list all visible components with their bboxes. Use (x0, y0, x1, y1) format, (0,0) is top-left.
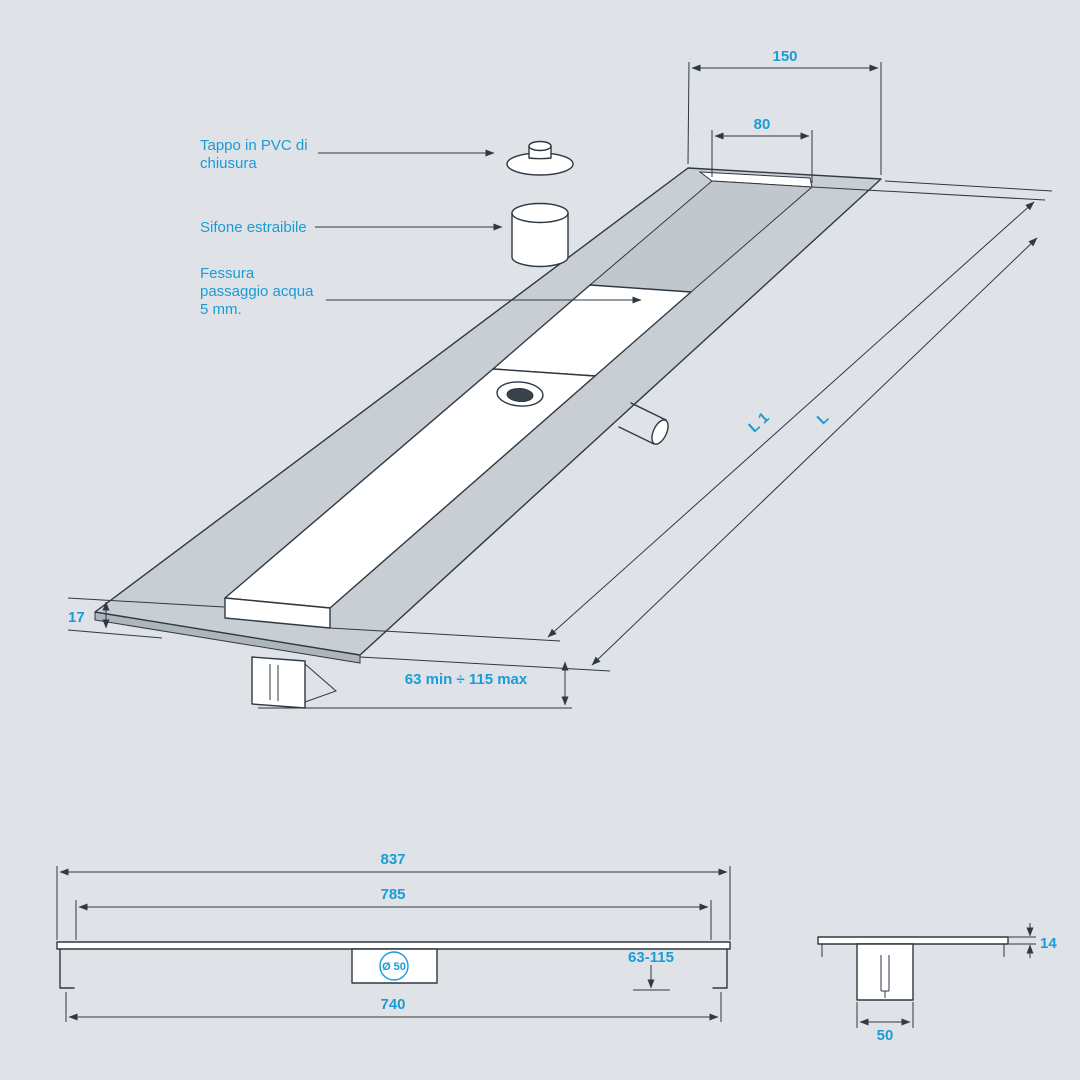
inner-slot-detail (880, 955, 890, 998)
pvc-cap-drawing (506, 140, 574, 176)
siphon-drawing (511, 202, 569, 268)
extension-line (1008, 936, 1036, 945)
extension-line (56, 866, 731, 940)
flange-bar (56, 941, 731, 950)
dim-740-label: 740 (380, 996, 405, 1013)
siphon-housing-box (351, 948, 438, 984)
iso-dimensions: 150 80 L 1 L 17 63 min ÷ 115 max (67, 48, 1053, 709)
callout-slot-label-line2: passaggio acqua (200, 283, 314, 300)
callout-slot-label-line3: 5 mm. (200, 301, 242, 318)
dim-diameter-label: Ø 50 (382, 961, 406, 973)
extension-line (67, 597, 225, 639)
callout-cap-label-line1: Tappo in PVC di (200, 137, 308, 154)
extension-line (75, 900, 712, 940)
support-foot (251, 656, 337, 709)
channel-profile (856, 943, 914, 1001)
dim-837-label: 837 (380, 851, 405, 868)
flange-end-tabs (821, 944, 1005, 957)
side-view: Ø 50 837 785 740 63-115 (56, 851, 731, 1022)
extension-line (329, 186, 1046, 642)
end-bracket-right (712, 948, 728, 989)
dim-17-label: 17 (68, 609, 85, 626)
dim-L1-label: L 1 (745, 409, 772, 436)
section-view: 14 50 (817, 923, 1057, 1044)
callout-slot-label-line1: Fessura (200, 265, 255, 282)
dim-80-label: 80 (754, 116, 771, 133)
dim-L-label: L (814, 409, 832, 428)
isometric-view: Tappo in PVC di chiusura Sifone estraibi… (67, 48, 1053, 709)
callout-siphon-label: Sifone estraibile (200, 219, 307, 236)
callouts: Tappo in PVC di chiusura Sifone estraibi… (200, 137, 642, 318)
dim-14-label: 14 (1040, 935, 1057, 952)
extension-line (687, 61, 882, 175)
dim-63-115-label: 63-115 (628, 949, 674, 966)
dim-785-label: 785 (380, 886, 405, 903)
extension-line (65, 992, 722, 1022)
channel-body (94, 167, 882, 709)
extension-line (711, 130, 813, 183)
end-bracket-left (59, 948, 75, 989)
label-backing (624, 950, 678, 965)
dimension-line-L (591, 237, 1038, 666)
outlet-circle (379, 951, 409, 981)
dim-150-label: 150 (772, 48, 797, 65)
extension-line (856, 1002, 914, 1028)
callout-cap-label-line2: chiusura (200, 155, 257, 172)
flange-profile (817, 936, 1009, 945)
dim-50-label: 50 (877, 1027, 894, 1044)
dim-depth-range-label: 63 min ÷ 115 max (405, 671, 528, 688)
drain-hole (496, 381, 544, 407)
